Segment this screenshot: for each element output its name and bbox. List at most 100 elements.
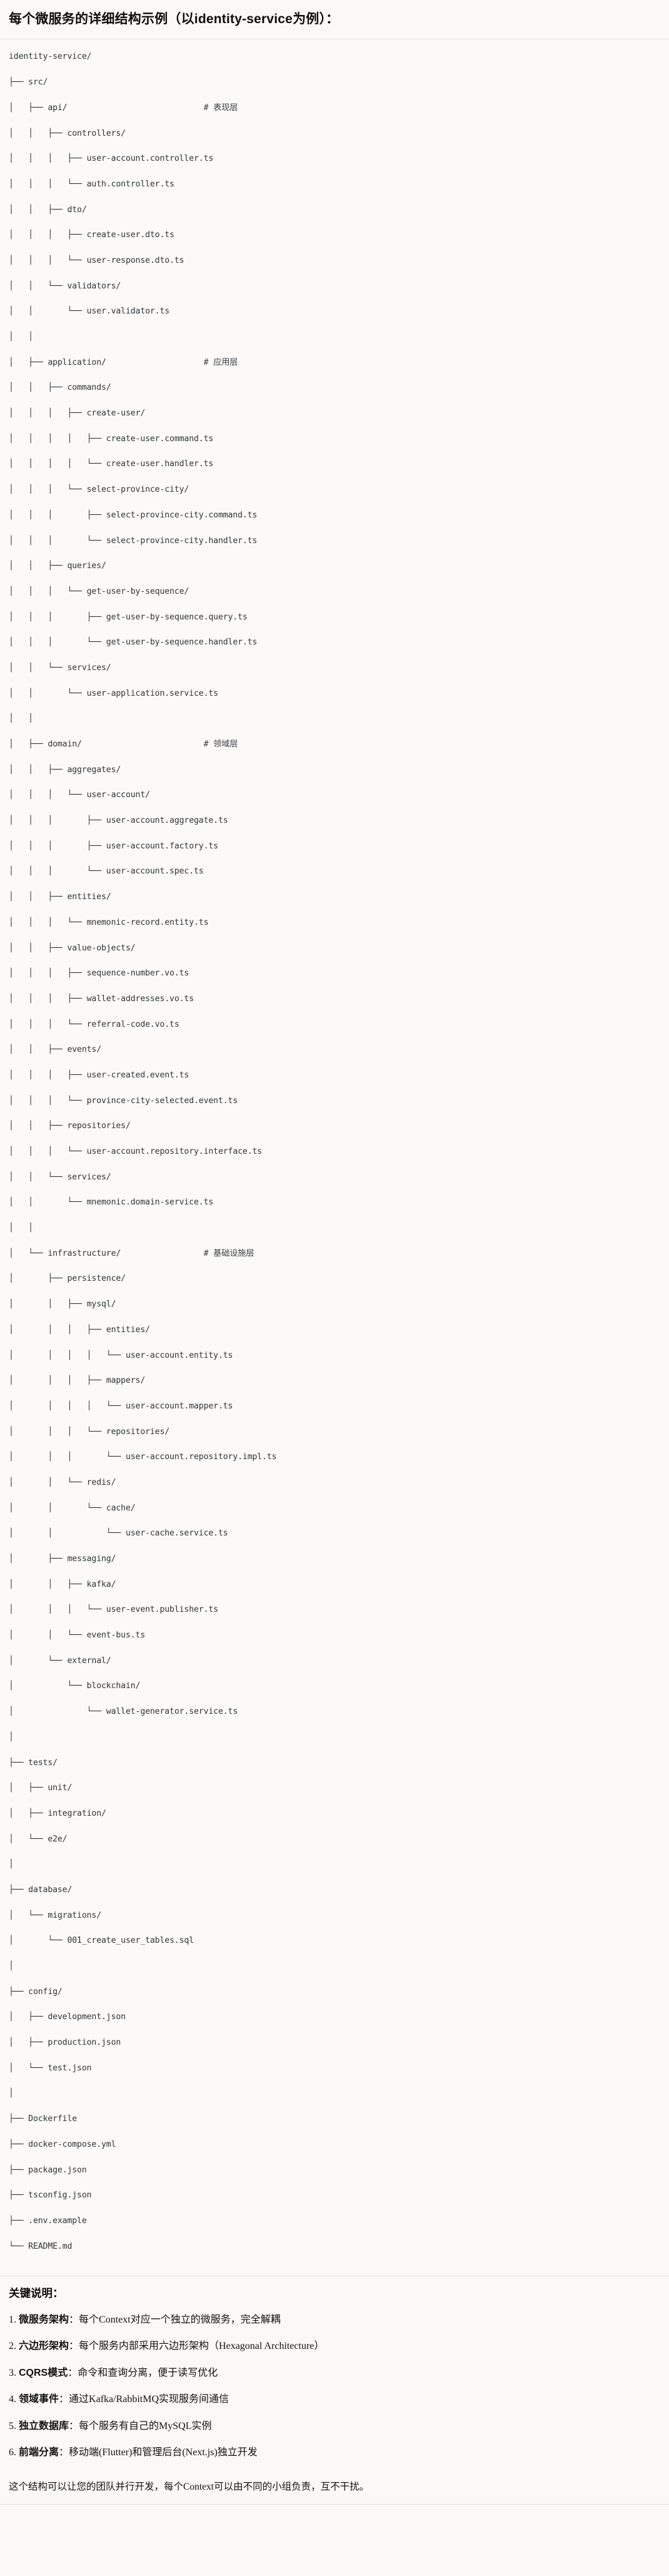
tree-line: │ │ │ ├── select-province-city.command.t… — [9, 510, 258, 520]
key-note-description: 每个Context对应一个独立的微服务，完全解耦 — [79, 2314, 281, 2325]
tree-line: │ │ │ ├── get-user-by-sequence.query.ts — [9, 612, 248, 622]
directory-tree-block: identity-service/ ├── src/ │ ├── api/ # … — [0, 39, 669, 2276]
tree-line: │ │ ├── aggregates/ — [9, 765, 121, 775]
tree-line: │ │ — [9, 1223, 33, 1233]
tree-line: │ ├── application/ # 应用层 — [9, 357, 660, 369]
tree-line: │ │ │ └── referral-code.vo.ts — [9, 1019, 179, 1029]
tree-line-comment: # 应用层 — [203, 357, 238, 367]
tree-line: │ │ │ ├── create-user/ — [9, 409, 146, 419]
tree-line: │ │ │ ├── mappers/ — [9, 1376, 146, 1386]
key-note-separator: ： — [69, 2420, 79, 2431]
tree-line: │ │ ├── controllers/ — [9, 128, 126, 138]
tree-line: │ │ └── validators/ — [9, 281, 121, 291]
tree-line-comment: # 表现层 — [203, 103, 238, 113]
tree-line: │ — [9, 2089, 14, 2099]
tree-line: ├── src/ — [9, 78, 48, 88]
tree-line: │ └── blockchain/ — [9, 1681, 141, 1691]
tree-line: ├── docker-compose.yml — [9, 2139, 116, 2149]
tree-line: │ │ │ │ └── user-account.mapper.ts — [9, 1401, 233, 1411]
tree-line: │ │ ├── events/ — [9, 1045, 102, 1055]
tree-line-path: │ ├── domain/ — [9, 740, 204, 749]
tree-line: │ │ │ └── user-account.repository.impl.t… — [9, 1452, 277, 1462]
tree-line: │ │ │ ├── create-user.dto.ts — [9, 230, 174, 240]
tree-line: │ │ └── services/ — [9, 1172, 111, 1182]
key-note-description: 每个服务内部采用六边形架构（Hexagonal Architecture） — [79, 2341, 324, 2352]
tree-line: │ │ │ └── mnemonic-record.entity.ts — [9, 917, 209, 927]
key-note-item: 前端分离：移动端(Flutter)和管理后台(Next.js)独立开发 — [9, 2445, 660, 2461]
page-title: 每个微服务的详细结构示例（以identity-service为例）： — [9, 12, 340, 26]
tree-line: │ │ │ └── repositories/ — [9, 1427, 170, 1437]
tree-line: │ │ ├── queries/ — [9, 561, 106, 571]
tree-line: ├── package.json — [9, 2165, 87, 2175]
tree-line: │ │ └── user.validator.ts — [9, 307, 170, 317]
tree-line: │ │ │ └── select-province-city/ — [9, 485, 189, 495]
key-note-separator: ： — [68, 2367, 78, 2378]
tree-line: │ — [9, 1860, 14, 1870]
tree-line: │ │ │ └── user-event.publisher.ts — [9, 1605, 218, 1615]
tree-line-path: │ ├── application/ — [9, 357, 204, 367]
tree-line: ├── .env.example — [9, 2216, 87, 2226]
tree-line-comment: # 领域层 — [203, 740, 238, 749]
tree-line: └── README.md — [9, 2241, 73, 2251]
tree-line: │ │ │ ├── sequence-number.vo.ts — [9, 969, 189, 979]
tree-line: │ │ ├── commands/ — [9, 383, 111, 393]
key-note-term: 前端分离 — [19, 2447, 59, 2458]
tree-line: │ │ ├── entities/ — [9, 892, 111, 902]
tree-line: │ │ │ └── user-account.spec.ts — [9, 867, 204, 877]
closing-paragraph: 这个结构可以让您的团队并行开发，每个Context可以由不同的小组负责，互不干扰… — [9, 2482, 370, 2493]
tree-line: │ │ │ └── auth.controller.ts — [9, 179, 174, 189]
tree-line: │ │ ├── mysql/ — [9, 1300, 116, 1310]
tree-line: │ ├── api/ # 表现层 — [9, 102, 660, 115]
tree-line: identity-service/ — [9, 52, 92, 62]
key-note-term: 独立数据库 — [19, 2420, 69, 2431]
tree-line: │ │ └── user-cache.service.ts — [9, 1529, 228, 1539]
tree-line: │ │ │ └── select-province-city.handler.t… — [9, 536, 258, 546]
directory-tree: identity-service/ ├── src/ │ ├── api/ # … — [9, 51, 660, 2266]
tree-line: │ │ │ └── user-account/ — [9, 790, 150, 800]
key-note-term: 六边形架构 — [19, 2341, 69, 2352]
tree-line: │ ├── persistence/ — [9, 1274, 126, 1284]
tree-line: │ │ ├── repositories/ — [9, 1121, 131, 1131]
key-note-item: 独立数据库：每个服务有自己的MySQL实例 — [9, 2418, 660, 2435]
tree-line: │ │ │ └── province-city-selected.event.t… — [9, 1096, 238, 1106]
key-note-term: CQRS模式 — [19, 2367, 68, 2378]
tree-line: │ │ └── user-application.service.ts — [9, 688, 218, 698]
tree-line: │ │ │ └── get-user-by-sequence/ — [9, 586, 189, 596]
tree-line: │ ├── domain/ # 领域层 — [9, 738, 660, 751]
key-note-separator: ： — [69, 2314, 79, 2325]
tree-line: │ ├── unit/ — [9, 1783, 73, 1793]
tree-line: │ │ ├── value-objects/ — [9, 943, 136, 953]
tree-line-path: │ └── infrastructure/ — [9, 1248, 204, 1258]
tree-line: │ └── wallet-generator.service.ts — [9, 1707, 238, 1717]
tree-line: │ │ │ ├── user-account.aggregate.ts — [9, 816, 228, 826]
key-notes-section: 关键说明： 微服务架构：每个Context对应一个独立的微服务，完全解耦六边形架… — [0, 2276, 669, 2475]
key-note-description: 命令和查询分离，便于读写优化 — [78, 2367, 218, 2378]
tree-line: │ │ ├── dto/ — [9, 205, 87, 215]
tree-line: │ └── 001_create_user_tables.sql — [9, 1936, 194, 1946]
tree-line: │ │ └── event-bus.ts — [9, 1631, 146, 1641]
tree-line: │ └── migrations/ — [9, 1910, 102, 1920]
tree-line: │ │ │ │ ├── create-user.command.ts — [9, 434, 214, 444]
tree-line: │ │ │ │ └── user-account.entity.ts — [9, 1350, 233, 1360]
tree-line: │ │ └── cache/ — [9, 1503, 136, 1513]
tree-line: │ │ │ ├── wallet-addresses.vo.ts — [9, 994, 194, 1004]
key-note-separator: ： — [59, 2447, 69, 2458]
tree-line: ├── config/ — [9, 1987, 63, 1997]
tree-line: │ │ │ ├── user-created.event.ts — [9, 1070, 189, 1080]
tree-line: │ ├── production.json — [9, 2038, 121, 2048]
key-note-item: CQRS模式：命令和查询分离，便于读写优化 — [9, 2365, 660, 2381]
tree-line: │ │ — [9, 714, 33, 724]
tree-line: │ └── test.json — [9, 2063, 92, 2073]
tree-line: │ └── external/ — [9, 1656, 111, 1666]
tree-line: │ └── infrastructure/ # 基础设施层 — [9, 1248, 660, 1260]
tree-line: │ │ │ └── get-user-by-sequence.handler.t… — [9, 638, 258, 648]
tree-line: │ │ │ └── user-response.dto.ts — [9, 255, 184, 265]
tree-line: │ │ ├── kafka/ — [9, 1579, 116, 1589]
document-page: 每个微服务的详细结构示例（以identity-service为例）： ident… — [0, 0, 669, 2505]
tree-line: ├── tests/ — [9, 1758, 58, 1768]
key-note-term: 微服务架构 — [19, 2314, 69, 2325]
key-note-item: 六边形架构：每个服务内部采用六边形架构（Hexagonal Architectu… — [9, 2338, 660, 2355]
key-note-separator: ： — [59, 2394, 69, 2405]
tree-line: │ │ └── services/ — [9, 663, 111, 673]
tree-line-comment: # 基础设施层 — [203, 1248, 254, 1258]
